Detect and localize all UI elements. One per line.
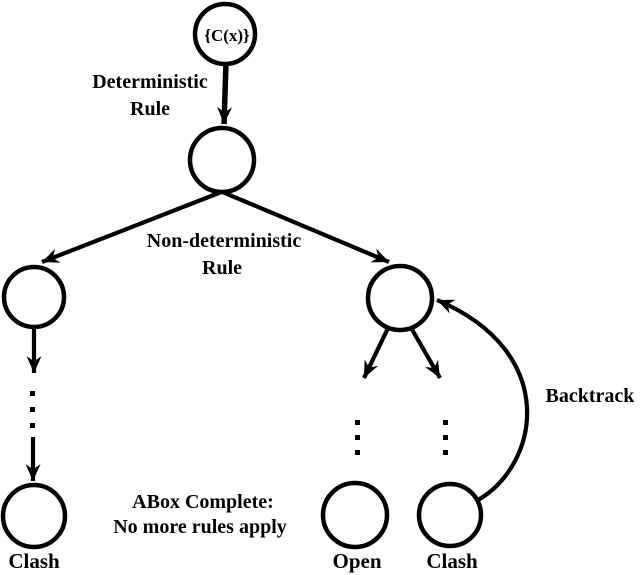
abox-complete-note-line1: ABox Complete: [132, 491, 274, 513]
left-chain-ellipsis-dots [30, 391, 35, 428]
abox-complete-note-line2: No more rules apply [113, 516, 287, 538]
left-clash-leaf-label: Clash [8, 549, 60, 573]
open-branch-ellipsis-dots [355, 420, 360, 455]
right-branch-node [365, 263, 435, 333]
right-clash-leaf-node [416, 481, 484, 549]
left-branch-edge [41, 189, 225, 264]
deterministic-rule-label-line2: Rule [130, 98, 170, 120]
deterministic-rule-edge [217, 62, 233, 125]
right-node-left-edge [362, 325, 391, 379]
expansion-node [187, 125, 257, 195]
nondeterministic-rule-label-line2: Rule [202, 257, 242, 279]
root-node-label: {C(x)} [204, 26, 250, 45]
clash-branch-ellipsis-dots [443, 420, 448, 455]
open-leaf-label: Open [332, 549, 381, 573]
root-node [192, 1, 258, 67]
backtrack-curve [436, 298, 530, 502]
nondeterministic-rule-label-line1: Non-deterministic [147, 230, 302, 252]
right-clash-leaf-label: Clash [426, 549, 478, 573]
right-branch-edge [219, 189, 390, 264]
left-branch-node [1, 264, 67, 330]
right-node-right-edge [408, 324, 442, 380]
deterministic-rule-label-line1: Deterministic [92, 71, 208, 93]
backtrack-label: Backtrack [546, 385, 636, 407]
left-clash-leaf-node [0, 482, 68, 550]
open-leaf-node [320, 480, 390, 550]
